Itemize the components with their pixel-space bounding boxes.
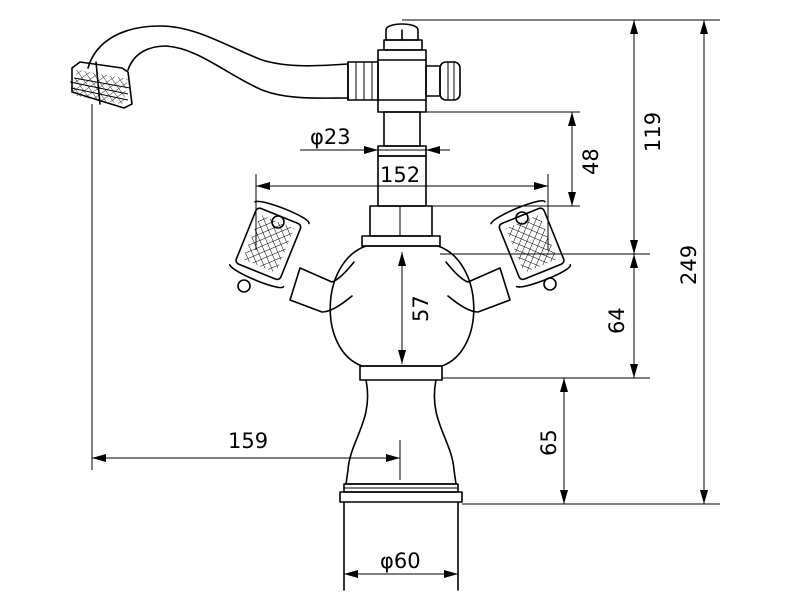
base-connector bbox=[343, 501, 459, 591]
dim-65-label: 65 bbox=[537, 429, 561, 456]
pedestal bbox=[339, 379, 463, 503]
top-knob bbox=[383, 23, 423, 51]
dim-57-label: 57 bbox=[409, 295, 433, 322]
dimension-arrows bbox=[92, 20, 708, 578]
dim-249-label: 249 bbox=[677, 245, 701, 285]
cartridge-body bbox=[347, 49, 461, 113]
dim-152-label: 152 bbox=[380, 163, 420, 187]
dim-119-label: 119 bbox=[641, 112, 665, 152]
dim-64-label: 64 bbox=[605, 307, 629, 334]
aerator-tip bbox=[69, 61, 133, 109]
left-handle bbox=[228, 200, 355, 313]
right-handle bbox=[445, 200, 572, 313]
dimension-lines bbox=[91, 19, 720, 575]
spout bbox=[87, 25, 349, 101]
upper-stem bbox=[361, 111, 441, 247]
dim-phi23-label: φ23 bbox=[310, 125, 351, 149]
dim-48-label: 48 bbox=[579, 148, 603, 175]
dim-159-label: 159 bbox=[228, 429, 268, 453]
dim-phi60-label: φ60 bbox=[380, 549, 421, 573]
